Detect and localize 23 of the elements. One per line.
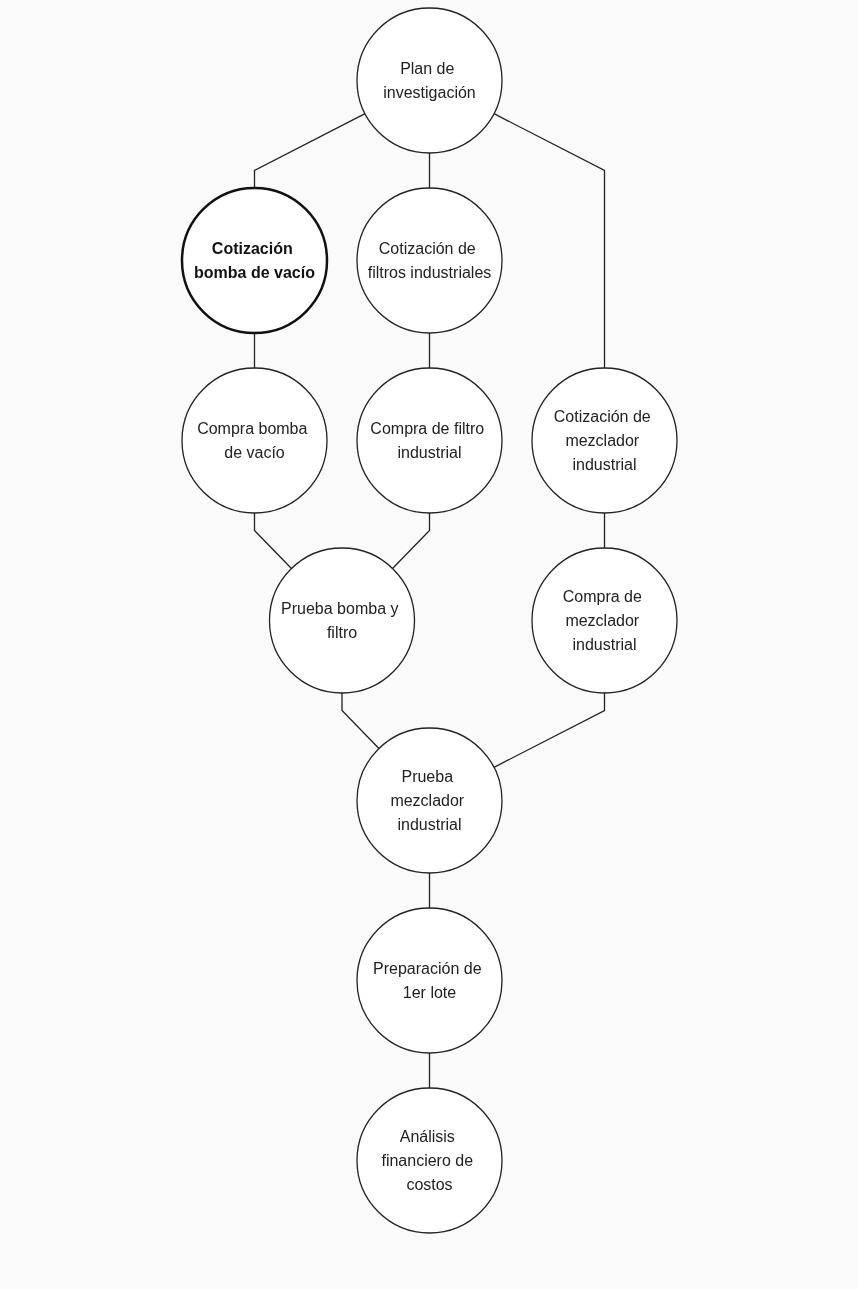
node-circle: Prueba mezclador industrial xyxy=(355,727,503,874)
node-circle: Cotización bomba de vacío xyxy=(180,186,328,335)
connector xyxy=(492,692,605,768)
node-circle: Preparación de 1er lote xyxy=(355,907,503,1054)
connector xyxy=(428,152,430,189)
node-circle: Prueba bomba y filtro xyxy=(268,547,415,694)
node-circle: Cotización de mezclador industrial xyxy=(530,367,678,514)
node-circle: Cotización de filtros industriales xyxy=(355,187,503,334)
connector xyxy=(428,872,430,909)
node-circle: Análisis financiero de costos xyxy=(355,1087,503,1234)
node-circle: Compra bomba de vacío xyxy=(180,367,328,514)
connector xyxy=(253,332,255,369)
connector xyxy=(428,1052,430,1089)
connector xyxy=(492,113,605,369)
connector xyxy=(340,692,380,750)
connector xyxy=(253,512,292,570)
connector xyxy=(428,332,430,369)
node-circle: Compra de filtro industrial xyxy=(355,367,503,514)
connector xyxy=(603,512,605,549)
connector xyxy=(253,113,366,189)
node-circle: Compra de mezclador industrial xyxy=(530,547,678,694)
node-circle: Plan de investigación xyxy=(355,7,503,154)
connector xyxy=(391,512,430,570)
